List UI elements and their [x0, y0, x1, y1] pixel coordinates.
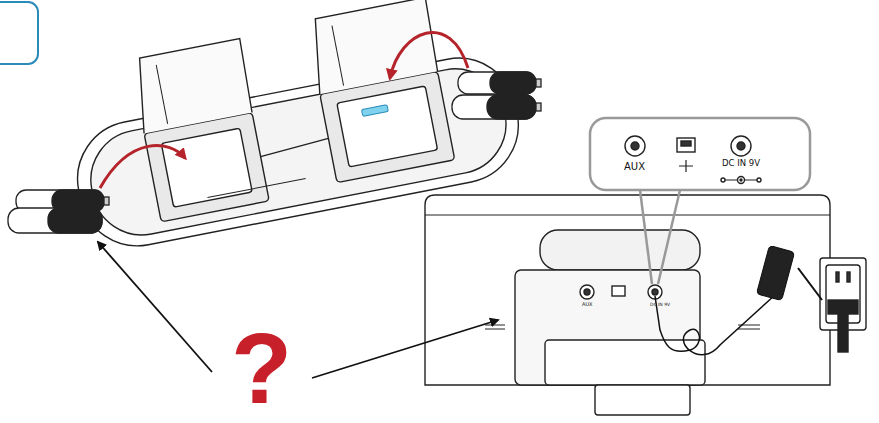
insert-arrow [390, 32, 468, 78]
step-badge [0, 2, 38, 64]
batteries-left [8, 190, 109, 233]
power-cable [655, 295, 775, 355]
question-mark: ? [231, 318, 292, 418]
port-label-small: DC IN 9V [650, 303, 670, 308]
insert-arrow [100, 146, 185, 188]
pointer-arrow [98, 242, 212, 372]
pointer-arrow [312, 320, 498, 378]
batteries-right [452, 72, 541, 119]
port-label-small: AUX [582, 302, 593, 307]
jack-panel [625, 136, 761, 184]
power-adapter [756, 246, 794, 301]
wall-outlet [798, 258, 866, 352]
port-label: DC IN 9V [722, 159, 760, 168]
port-label: AUX [624, 162, 645, 172]
speaker-back [425, 195, 830, 415]
